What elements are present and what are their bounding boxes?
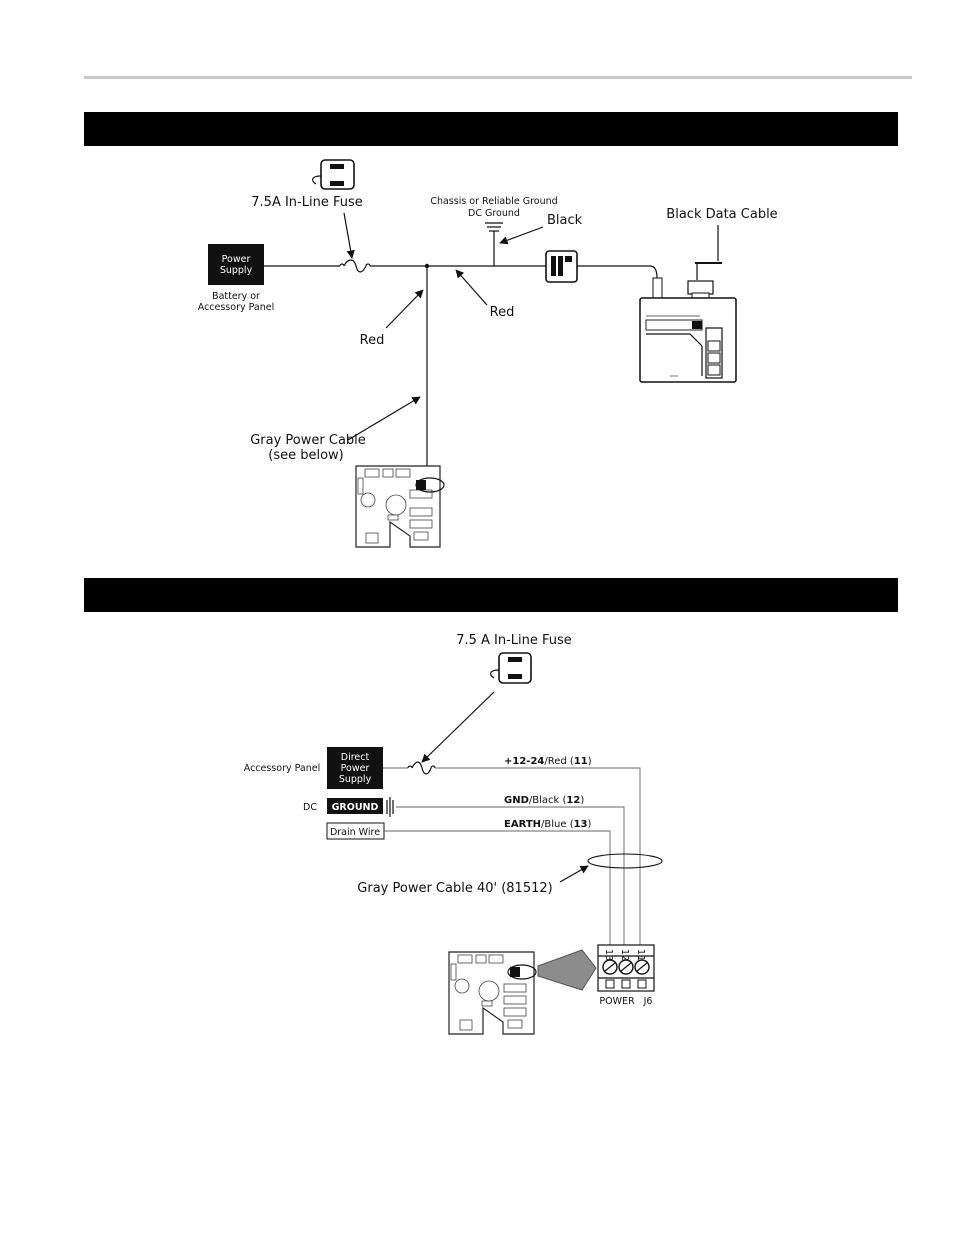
gray-cable-label-2: (see below)	[268, 448, 344, 463]
section-bar-1	[84, 112, 898, 146]
wire2-bold-a: GND	[504, 795, 529, 806]
direct-power-supply-box	[327, 747, 383, 789]
zoom-callout	[537, 949, 597, 991]
wire1-bold-b: 11	[574, 756, 588, 767]
j6-label: J6	[643, 996, 653, 1007]
power-label: POWER	[599, 996, 635, 1007]
ground-box-label: GROUND	[332, 802, 379, 813]
terminal-11: 11	[635, 949, 646, 961]
fuse-symbol-2	[407, 761, 436, 775]
wire2-text: /Black (	[529, 795, 567, 806]
wire3-bold-a: EARTH	[504, 819, 541, 830]
fuse-label-2: 7.5 A In-Line Fuse	[456, 633, 572, 648]
power-supply-box	[208, 244, 264, 285]
circuit-board-2	[448, 951, 537, 1035]
gray-cable-label-2: Gray Power Cable 40' (81512)	[357, 881, 552, 896]
terminal-block-icon	[597, 944, 655, 992]
rj-plug-icon	[652, 277, 663, 299]
direct-supply-1: Direct	[341, 752, 370, 763]
wire2-close: )	[580, 795, 584, 806]
circuit-board-1	[355, 465, 445, 548]
wire2-label: GND/Black (12)	[504, 795, 584, 806]
wire1-label: +12-24/Red (11)	[504, 756, 592, 767]
terminal-13: 13	[603, 949, 614, 961]
section-bar-2	[84, 578, 898, 612]
control-unit-icon	[639, 297, 737, 383]
fuse-icon-2	[489, 652, 532, 684]
fuse-symbol	[339, 259, 371, 273]
battery-label-2: Accessory Panel	[198, 302, 275, 313]
fuse-label: 7.5A In-Line Fuse	[251, 195, 362, 210]
drain-wire-label: Drain Wire	[330, 827, 380, 838]
red-label-a: Red	[360, 333, 385, 348]
wire3-label: EARTH/Blue (13)	[504, 819, 592, 830]
wire1-text: /Red (	[544, 756, 574, 767]
diagram-1: 7.5A In-Line Fuse Power Supply Battery o…	[198, 159, 778, 548]
direct-supply-2: Power	[341, 763, 370, 774]
wire3-text: /Blue (	[541, 819, 574, 830]
data-cable-label: Black Data Cable	[666, 207, 777, 222]
dc-label: DC	[303, 802, 317, 813]
ground-symbol	[485, 222, 503, 266]
ground-box	[327, 798, 383, 814]
black-label: Black	[547, 213, 583, 228]
terminal-12: 12	[619, 949, 630, 961]
cable-bundle-ellipse	[587, 853, 663, 869]
wire3-close: )	[588, 819, 592, 830]
wire3-bold-b: 13	[574, 819, 588, 830]
gray-cable-label-1: Gray Power Cable	[250, 433, 366, 448]
wire2-bold-b: 12	[566, 795, 580, 806]
red-label-b: Red	[490, 305, 515, 320]
accessory-panel-label: Accessory Panel	[244, 763, 321, 774]
power-supply-label-1: Power	[222, 254, 251, 265]
db-connector-icon	[687, 280, 714, 295]
fuse-icon	[311, 159, 355, 190]
direct-supply-3: Supply	[339, 774, 372, 785]
ground-label-1: Chassis or Reliable Ground	[430, 196, 557, 207]
top-rule	[84, 76, 912, 79]
power-supply-label-2: Supply	[220, 265, 253, 276]
ground-label-2: DC Ground	[468, 208, 520, 219]
inline-connector-icon	[545, 250, 578, 283]
wire1-close: )	[588, 756, 592, 767]
wire1-bold-a: +12-24	[504, 756, 544, 767]
battery-label-1: Battery or	[212, 291, 260, 302]
diagram-2: 7.5 A In-Line Fuse Accessory Panel Direc…	[244, 633, 663, 1035]
